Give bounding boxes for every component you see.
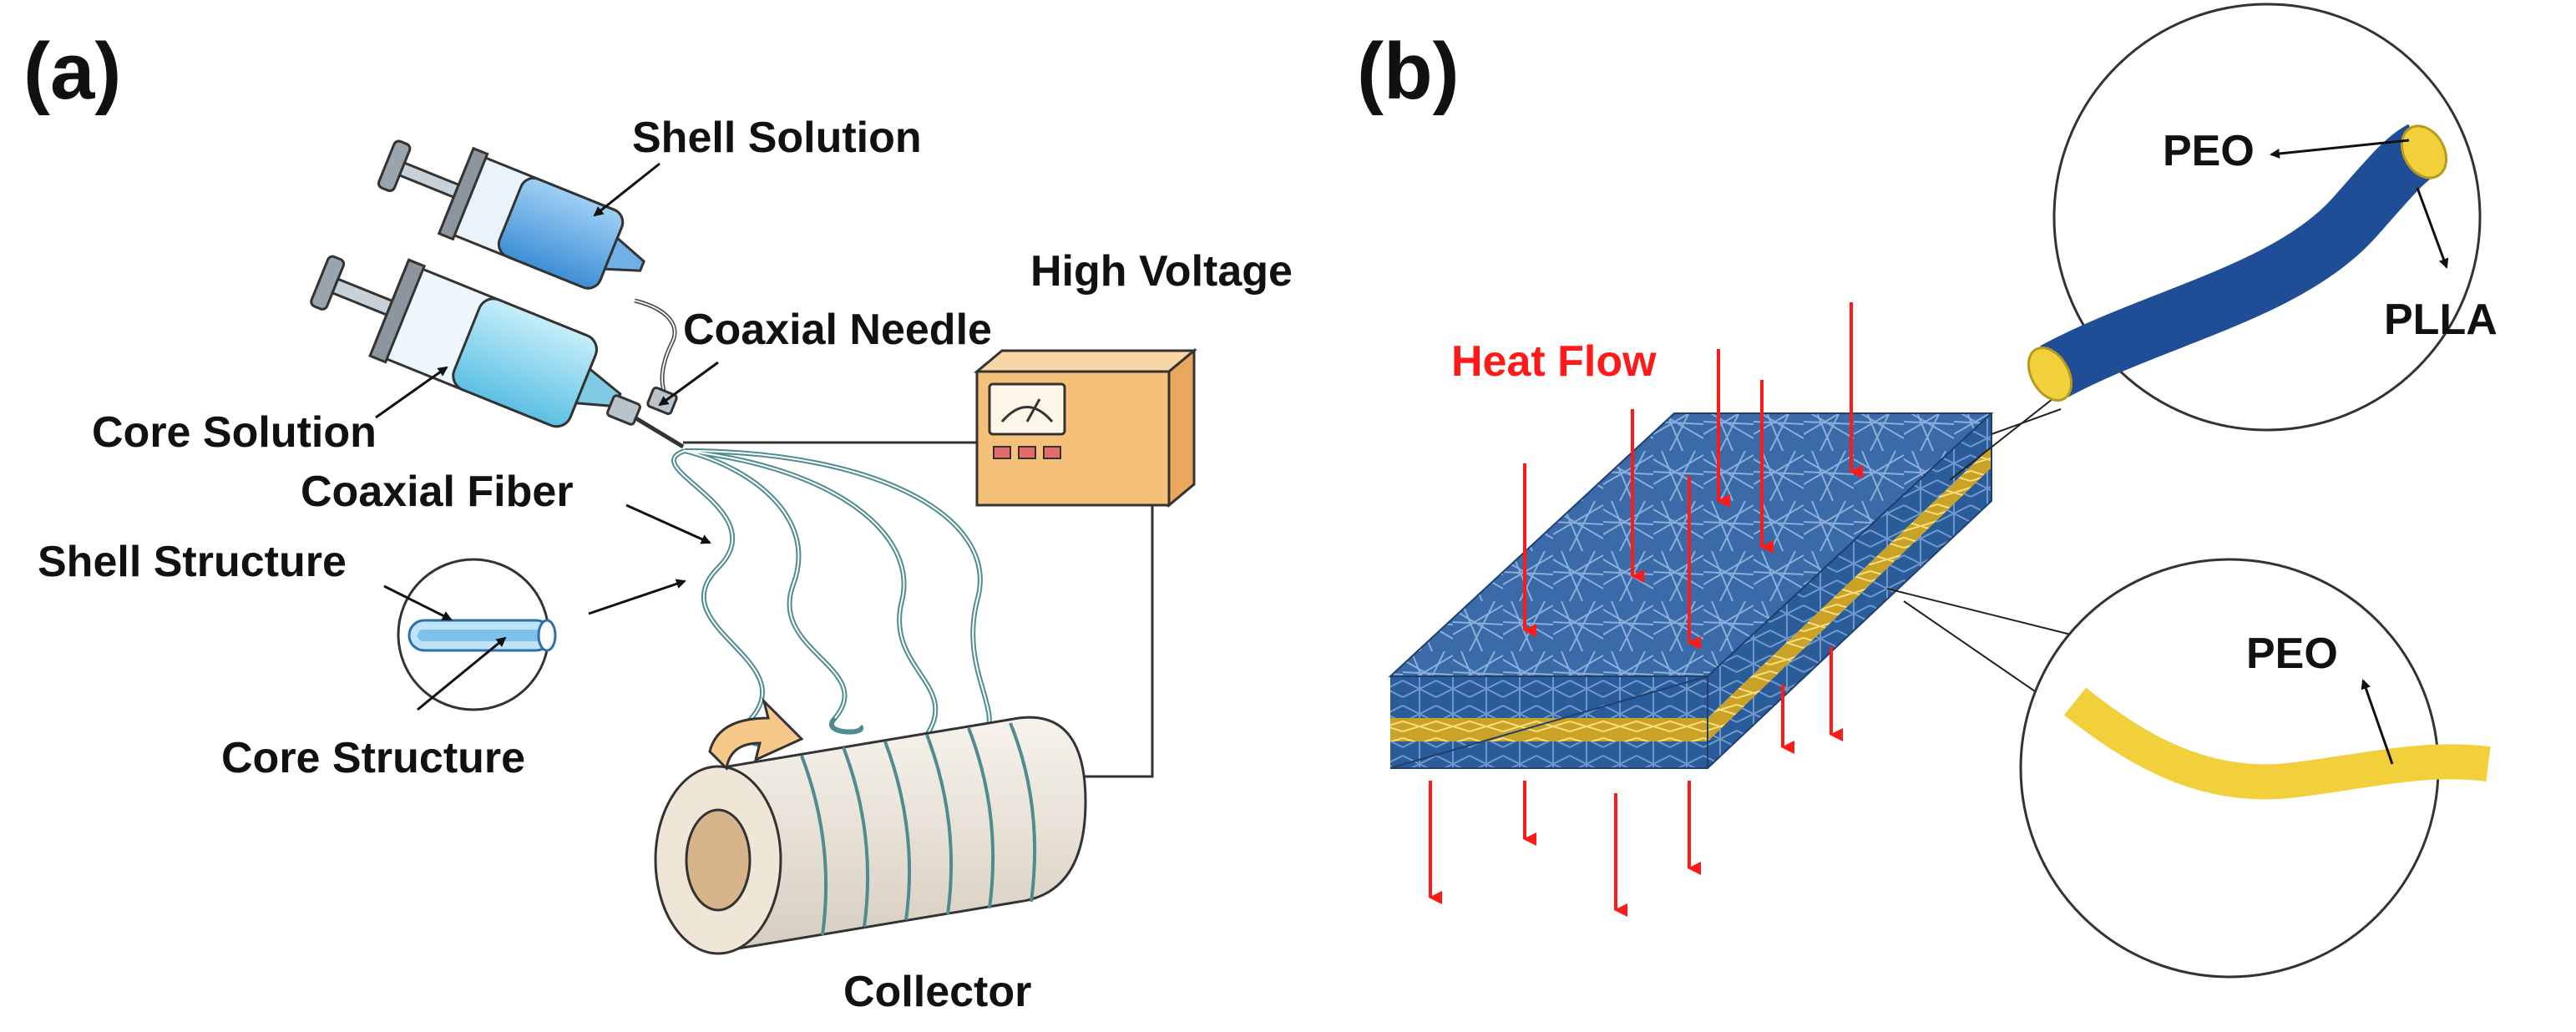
- panel-a-leaders: [375, 162, 719, 711]
- fiber-structure-inset: [397, 558, 557, 711]
- label-high-voltage: High Voltage: [1030, 247, 1293, 296]
- coaxial-fiber-jets: [671, 448, 992, 749]
- peo-fiber-inset: PEO: [2019, 558, 2491, 979]
- core-shell-fiber-inset: PEO PLLA: [2027, 3, 2498, 432]
- collector-drum: [654, 697, 1087, 955]
- shell-syringe: [377, 139, 645, 290]
- panel-b-label: (b): [1357, 27, 1460, 116]
- panel-b: (b) Heat Flow: [1357, 3, 2498, 979]
- label-plla-core: PLLA: [2384, 296, 2498, 344]
- panel-a-label: (a): [23, 27, 121, 116]
- heat-flow-label: Heat Flow: [1451, 337, 1657, 386]
- label-coaxial-needle: Coaxial Needle: [683, 306, 992, 354]
- label-peo-fiber: PEO: [2246, 630, 2338, 678]
- label-core-structure: Core Structure: [221, 734, 525, 782]
- label-collector: Collector: [843, 968, 1031, 1016]
- high-voltage-supply: [973, 347, 1198, 508]
- panel-a: (a): [23, 27, 1293, 1016]
- label-shell-solution: Shell Solution: [632, 114, 922, 162]
- label-shell-structure: Shell Structure: [38, 538, 347, 586]
- inset-connectors: [1886, 392, 2072, 694]
- core-syringe: [310, 255, 622, 428]
- ground-wire: [1060, 505, 1154, 778]
- label-peo-shell: PEO: [2163, 127, 2255, 175]
- rotation-arrow-icon: [708, 697, 804, 771]
- label-core-solution: Core Solution: [92, 408, 377, 457]
- label-coaxial-fiber: Coaxial Fiber: [301, 468, 574, 516]
- heat-flow-arrows: [1429, 302, 1863, 917]
- shell-tubing: [634, 298, 677, 392]
